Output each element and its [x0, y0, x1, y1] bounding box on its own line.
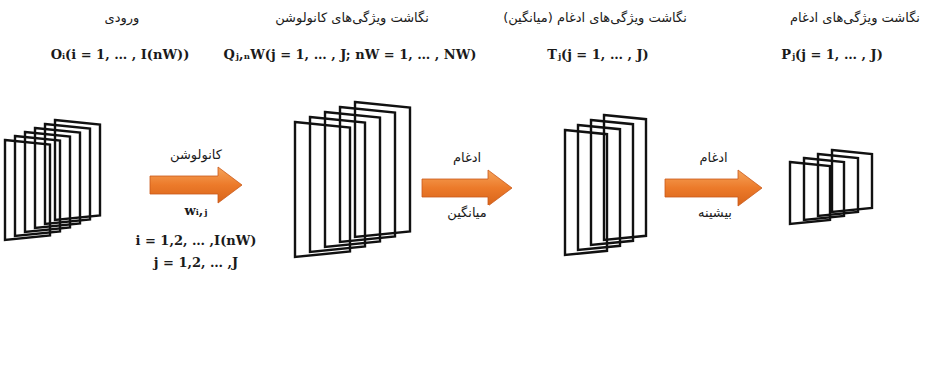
operation-label: بیشینه: [696, 205, 734, 221]
map-formula: Pⱼ(j = 1, … , J): [781, 47, 883, 63]
block-arrow: [422, 170, 512, 206]
operation-label: کانولوشن: [168, 147, 224, 163]
feature-map-frame: [295, 122, 350, 257]
feature-map-frame: [55, 120, 100, 220]
map-formula: Oᵢ(i = 1, … , I(nW)): [51, 47, 190, 63]
feature-map-frame: [591, 120, 633, 245]
map-heading: نگاشت ویژگی‌های کانولوشن: [275, 10, 429, 26]
operation-label: ادغام: [451, 150, 483, 166]
feature-map-frame: [565, 130, 607, 255]
feature-map-frame: [340, 107, 395, 242]
feature-map-frame: [604, 115, 646, 240]
feature-map-frame: [25, 132, 70, 232]
feature-map-frame: [310, 117, 365, 252]
feature-map-frames: [242, 98, 422, 260]
map-formula: Qⱼ,ₙW(j = 1, … , J; nW = 1, … , NW): [224, 47, 477, 63]
weight-index: wᵢ,ⱼ: [183, 203, 210, 219]
feature-map-frame: [818, 154, 858, 216]
feature-map-frame: [832, 150, 872, 212]
block-arrow: [665, 170, 762, 206]
feature-map-stack: نگاشت ویژگی‌های ادغامPⱼ(j = 1, … , J): [762, 148, 892, 230]
feature-map-frame: [5, 140, 50, 240]
feature-map-frame: [355, 102, 410, 237]
weight-index: i = 1,2, … ,I(nW): [133, 233, 258, 249]
feature-map-frame: [45, 124, 90, 224]
feature-map-stack: نگاشت ویژگی‌های ادغام (میانگین)Tⱼ(j = 1,…: [512, 108, 665, 260]
feature-map-frame: [578, 125, 620, 250]
feature-map-frames: [5, 125, 150, 245]
map-heading: نگاشت ویژگی‌های ادغام: [790, 10, 920, 26]
feature-map-frame: [35, 128, 80, 228]
feature-map-frame: [15, 136, 60, 236]
map-formula: Tⱼ(j = 1, … , J): [547, 47, 649, 63]
map-heading: ورودی: [105, 10, 140, 26]
weight-index: j = 1,2, … ,J: [152, 255, 241, 271]
operation-label: ادغام: [697, 150, 729, 166]
feature-map-frame: [325, 112, 380, 247]
map-heading: نگاشت ویژگی‌های ادغام (میانگین): [503, 10, 687, 26]
feature-map-stack: ورودیOᵢ(i = 1, … , I(nW)): [5, 125, 150, 245]
block-arrow: [150, 167, 242, 203]
feature-map-frames: [762, 148, 892, 230]
feature-map-frames: [512, 108, 665, 260]
operation-label: میانگین: [445, 205, 488, 221]
feature-map-stack: نگاشت ویژگی‌های کانولوشنQⱼ,ₙW(j = 1, … ,…: [242, 98, 422, 260]
